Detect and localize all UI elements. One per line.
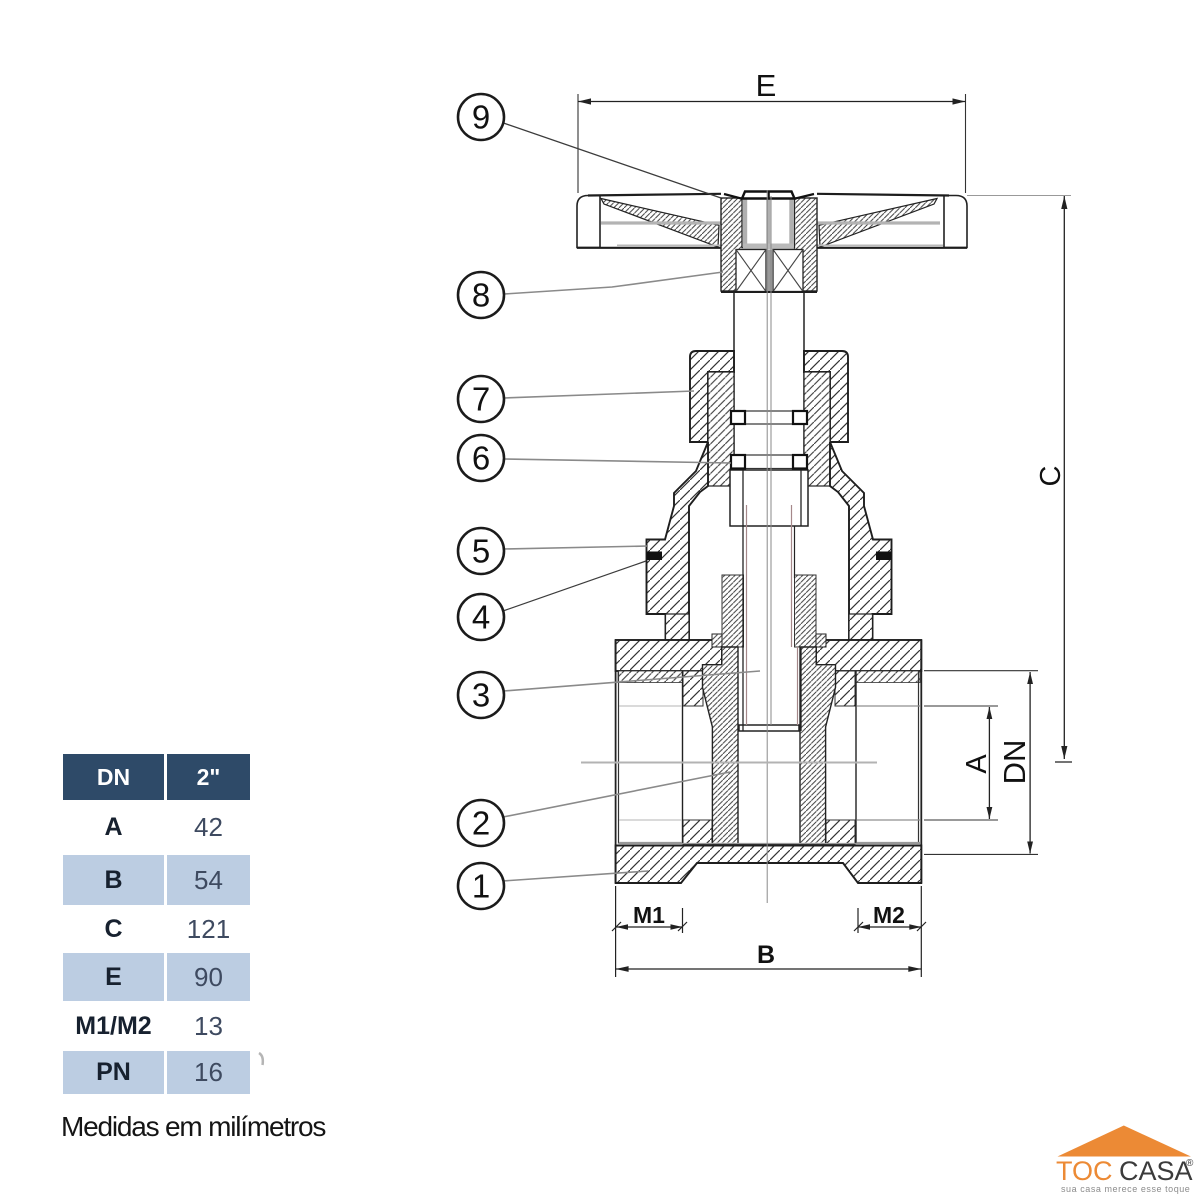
svg-text:DN: DN	[997, 740, 1032, 785]
svg-text:M1: M1	[633, 902, 665, 928]
svg-text:8: 8	[472, 277, 490, 314]
svg-text:6: 6	[472, 440, 490, 477]
svg-text:TOC: TOC	[1056, 1156, 1113, 1186]
svg-text:B: B	[757, 941, 775, 969]
svg-text:4: 4	[472, 599, 490, 636]
svg-text:C: C	[1035, 466, 1067, 487]
svg-text:sua casa merece esse toque: sua casa merece esse toque	[1061, 1184, 1190, 1194]
svg-text:A: A	[961, 754, 993, 774]
svg-text:3: 3	[472, 677, 490, 714]
svg-text:2: 2	[472, 805, 490, 842]
svg-text:CASA: CASA	[1119, 1156, 1193, 1186]
svg-text:1: 1	[472, 868, 490, 905]
svg-text:E: E	[756, 68, 777, 103]
svg-text:®: ®	[1186, 1158, 1194, 1169]
svg-text:9: 9	[472, 99, 490, 136]
svg-text:7: 7	[472, 381, 490, 418]
svg-text:M2: M2	[873, 902, 905, 928]
svg-text:5: 5	[472, 533, 490, 570]
